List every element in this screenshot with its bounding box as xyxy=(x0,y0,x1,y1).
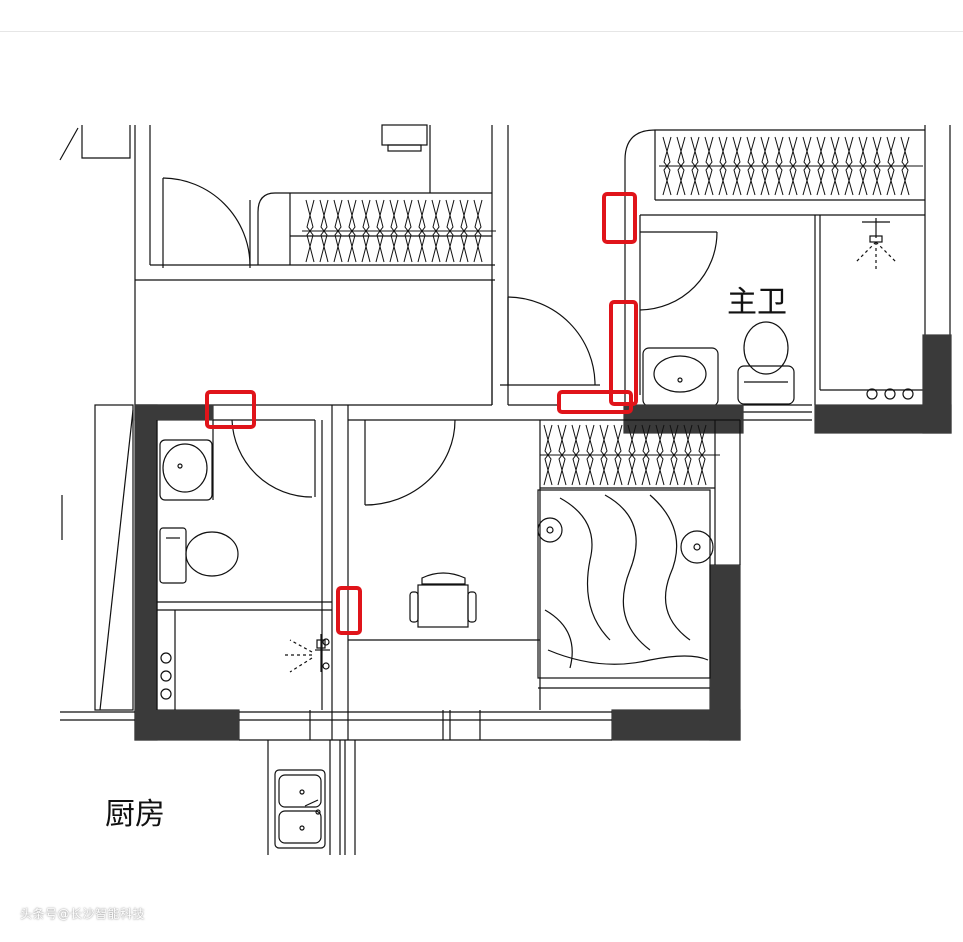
highlight-mark xyxy=(557,390,633,414)
watermark-text: 头条号@长沙智能科技 xyxy=(20,907,146,921)
master-bedroom xyxy=(537,419,741,689)
kitchen xyxy=(267,740,356,855)
highlight-mark xyxy=(336,586,362,635)
solid-walls xyxy=(134,334,952,741)
second-bath xyxy=(60,404,333,740)
room-label-kitchen: 厨房 xyxy=(105,797,165,832)
top-left-room xyxy=(59,124,509,405)
master-bath xyxy=(624,125,951,421)
room-label-master-bath: 主卫 xyxy=(727,285,787,320)
wardrobe-hangers-top-left xyxy=(302,199,496,263)
page-top-divider xyxy=(0,31,963,32)
wardrobe-hangers-master xyxy=(659,136,923,196)
bedroom xyxy=(239,405,612,741)
highlight-mark xyxy=(602,192,637,244)
highlight-mark xyxy=(205,390,256,429)
wardrobe-hangers-bedroom xyxy=(540,424,720,486)
corridor xyxy=(134,280,600,406)
highlight-marks xyxy=(205,192,638,635)
highlight-mark xyxy=(609,300,638,406)
